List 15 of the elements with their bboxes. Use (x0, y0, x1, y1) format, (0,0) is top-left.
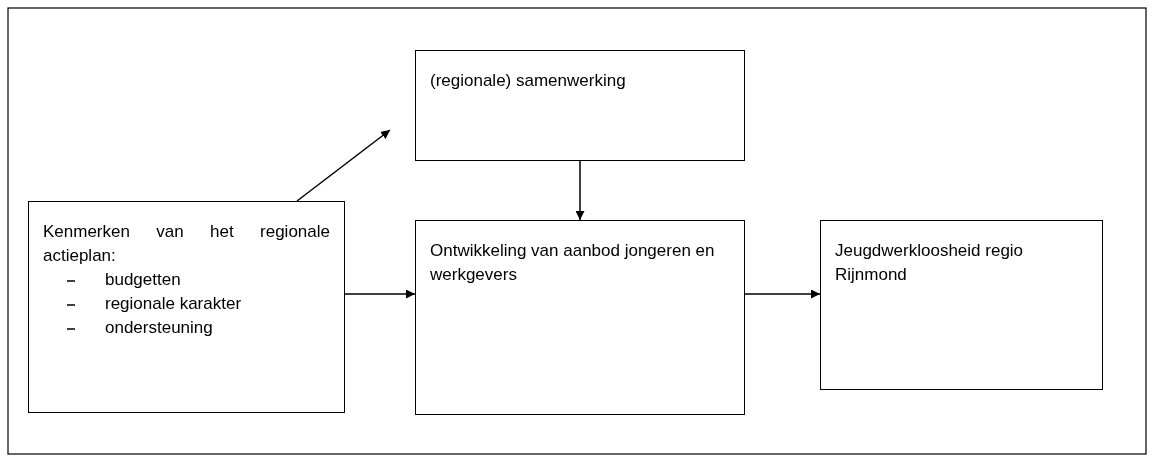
box-label: (regionale) samenwerking (430, 70, 627, 92)
process-box (415, 50, 745, 161)
box-label: Ontwikkeling van aanbod jongeren en werkgevers (430, 240, 716, 286)
arrow (575, 160, 585, 221)
list-item: ondersteuning (105, 317, 214, 339)
process-box (415, 220, 745, 415)
arrow (744, 289, 821, 299)
box-label: Jeugdwerkloosheid regio Rijnmond (835, 240, 1025, 286)
process-box (28, 201, 345, 413)
list-item: budgetten (105, 269, 182, 291)
arrow (296, 129, 391, 202)
box-label: Kenmerken van het regionale actieplan: (43, 221, 330, 267)
process-box (820, 220, 1103, 390)
list-item: regionale karakter (105, 293, 243, 315)
arrow (344, 289, 416, 299)
